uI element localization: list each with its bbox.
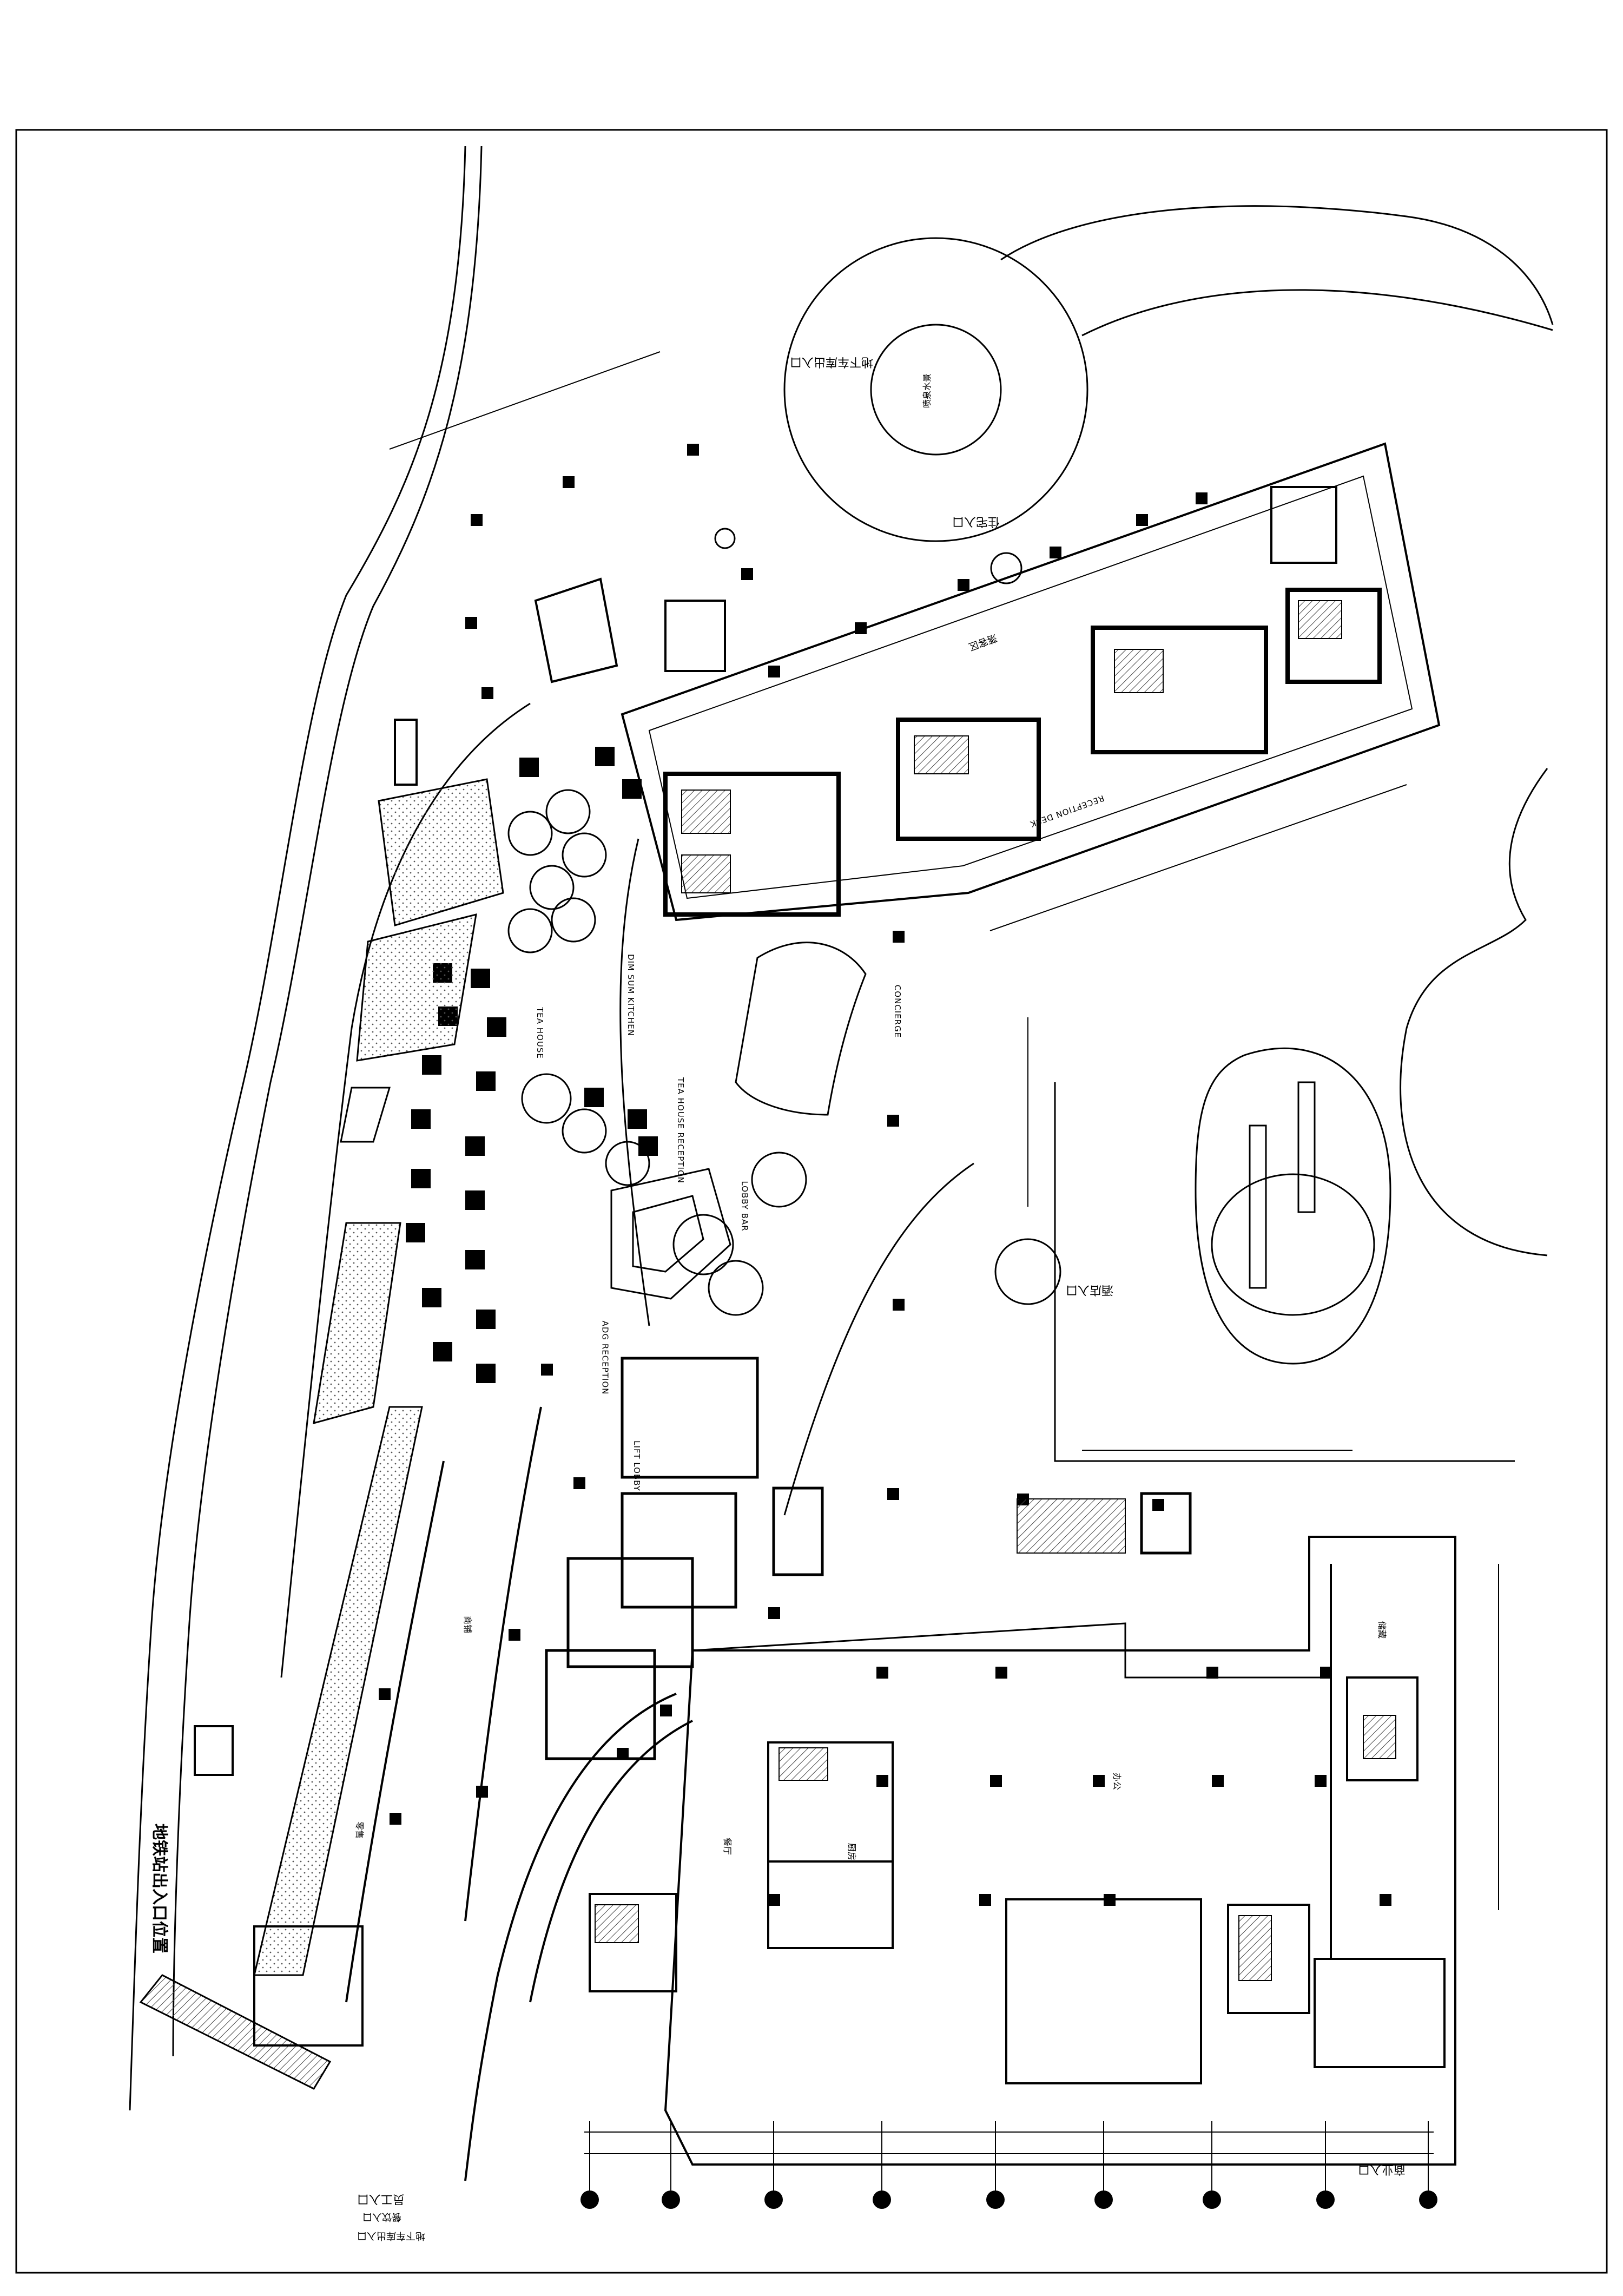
label-adg-reception: ADG RECEPTION [600,1320,610,1395]
label-vertical-note: 地铁站出入口位置 [150,1824,169,1953]
label-lift-lobby: LIFT LOBBY [631,1440,642,1491]
lower-stairs [595,1715,1396,1981]
label-tea-house: TEA HOUSE [535,1007,545,1059]
label-mall-entrance: 商业入口 [1358,2162,1406,2176]
label-concierge: CONCIERGE [893,984,903,1038]
kiosks [194,486,1337,1776]
label-shop: 商铺 [463,1615,473,1634]
drop-off-island [1195,1047,1391,1365]
stair-hatching [681,600,1342,893]
label-dining: 餐厅 [722,1837,733,1856]
lobby-bar [610,1168,731,1300]
ramp [139,1925,364,2090]
left-wing [345,1406,693,2181]
structural-columns [379,444,1391,1906]
fountain-circles [714,528,1061,1305]
core-blocks [663,588,1382,917]
label-employee-entrance: 员工入口 [357,2192,405,2206]
site-curves-left [129,146,531,2111]
label-office: 办公 [1112,1772,1123,1791]
label-dim-sum-kitchen: DIM SUM KITCHEN [625,954,636,1036]
label-basement-entrance-top: 地下车库出入口 [790,355,874,369]
grid-ticks [589,2121,1429,2190]
label-fountain: 喷泉水景 [922,373,933,409]
label-basement-entrance-bottom: 地下车库出入口 [357,2230,425,2241]
label-restaurant-entrance: 餐饮入口 [362,2211,401,2222]
roundabout [783,205,1554,542]
landscape-strips [253,778,504,1976]
restaurant-seating [507,789,807,1316]
escalator [1017,1498,1126,1554]
label-hotel-entrance: 酒店入口 [1066,1283,1114,1297]
lift-lobby-core [545,1357,1192,1760]
label-kitchen: 厨房 [847,1843,857,1861]
site-curve-right [1054,768,1548,1462]
commercial-block [589,1536,1456,2166]
lobby-curve [619,838,974,1516]
label-store: 储藏 [1377,1621,1388,1639]
grid-bubbles [580,2190,1437,2209]
dimension-lines [389,351,1499,2154]
label-retail: 零售 [354,1821,365,1839]
label-tea-house-reception: TEA HOUSE RECEPTION [676,1077,686,1184]
label-lobby-bar: LOBBY BAR [740,1181,750,1232]
label-main-entrance: 住宅入口 [952,515,1000,528]
drawing-border [15,129,1608,2274]
